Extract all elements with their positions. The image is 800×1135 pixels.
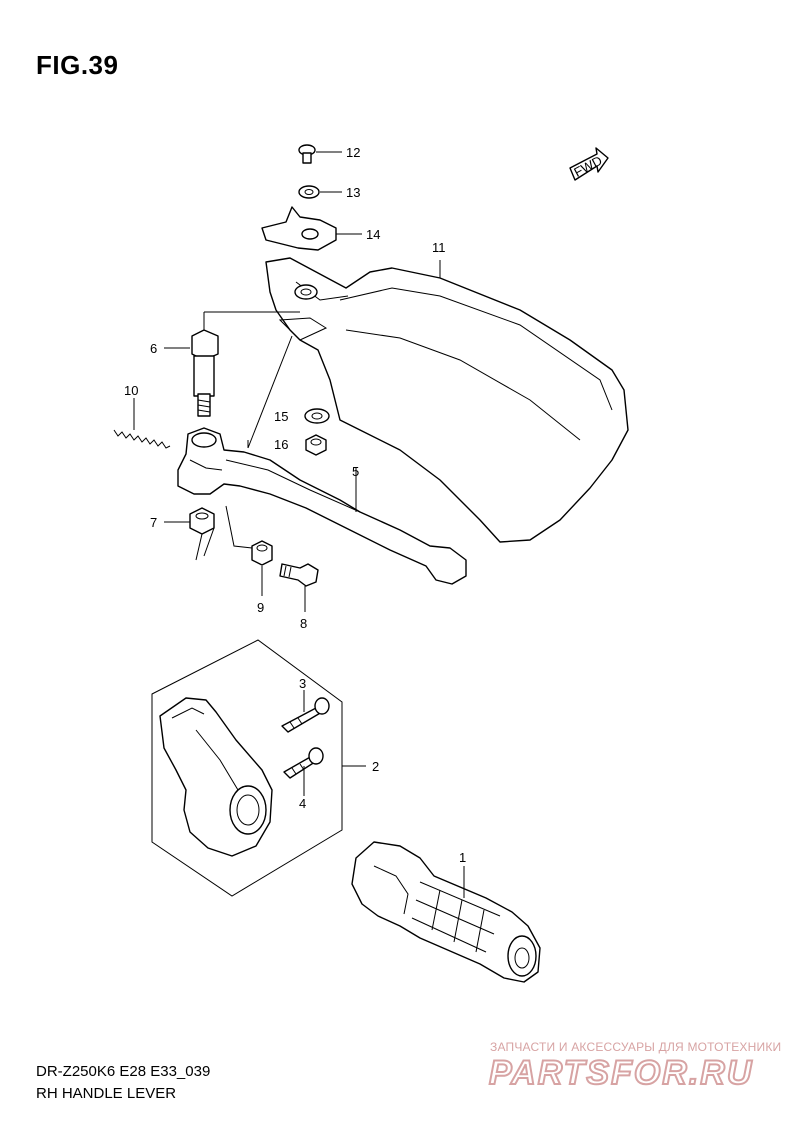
model-code: DR-Z250K6 E28 E33_039 xyxy=(36,1063,211,1080)
callout-7: 7 xyxy=(150,515,157,530)
watermark-logo-text: PARTSFOR.RU xyxy=(489,1054,753,1092)
part-7-nut[interactable] xyxy=(164,507,215,561)
callout-2: 2 xyxy=(372,759,379,774)
part-13-washer[interactable] xyxy=(298,185,342,199)
part-14-clamp-plate[interactable] xyxy=(261,206,362,251)
part-9-nut[interactable] xyxy=(225,505,273,596)
part-6-pivot-bolt[interactable] xyxy=(164,311,300,417)
part-10-spring[interactable] xyxy=(113,398,171,449)
callout-6: 6 xyxy=(150,341,157,356)
callout-15: 15 xyxy=(274,409,288,424)
figure-title: FIG.39 xyxy=(36,50,119,80)
callout-14: 14 xyxy=(366,227,380,242)
assembly-outline-box xyxy=(151,639,343,897)
part-5-brake-lever[interactable] xyxy=(177,335,467,585)
part-2-throttle-housing[interactable] xyxy=(159,697,366,857)
fwd-arrow-icon: FWD xyxy=(569,147,609,181)
watermark-caption: ЗАПЧАСТИ И АКСЕССУАРЫ ДЛЯ МОТОТЕХНИКИ xyxy=(490,1040,782,1054)
callout-13: 13 xyxy=(346,185,360,200)
group-name: RH HANDLE LEVER xyxy=(36,1085,177,1102)
part-3-screw[interactable] xyxy=(281,690,330,733)
callout-9: 9 xyxy=(257,600,264,615)
part-4-screw[interactable] xyxy=(283,747,324,796)
fwd-label: FWD xyxy=(571,153,604,180)
watermark-logo: PARTSFOR.RU xyxy=(488,1053,753,1092)
part-1-throttle-grip[interactable] xyxy=(351,841,541,983)
part-11-hand-guard[interactable] xyxy=(265,257,629,543)
callout-10: 10 xyxy=(124,383,138,398)
callout-12: 12 xyxy=(346,145,360,160)
callout-8: 8 xyxy=(300,616,307,631)
part-15-washer[interactable] xyxy=(304,408,330,424)
callout-11: 11 xyxy=(432,240,446,255)
callout-3: 3 xyxy=(299,676,306,691)
part-16-nut[interactable] xyxy=(305,434,327,456)
callout-4: 4 xyxy=(299,796,306,811)
part-12-screw[interactable] xyxy=(298,144,342,164)
part-8-bolt[interactable] xyxy=(279,563,319,612)
callout-1: 1 xyxy=(459,850,466,865)
callout-16: 16 xyxy=(274,437,288,452)
callout-5: 5 xyxy=(352,464,359,479)
